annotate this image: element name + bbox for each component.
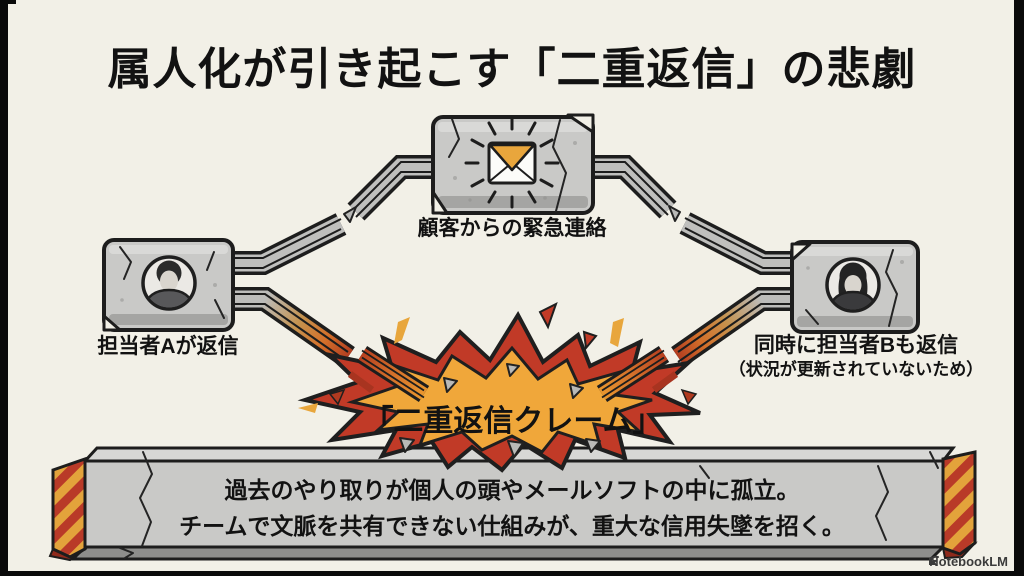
plate-highlight — [109, 245, 228, 254]
explosion-inner-star — [346, 345, 653, 454]
hazard-stripe-left-icon — [51, 456, 87, 559]
spark-bolt — [394, 317, 410, 344]
label-customer: 顧客からの緊急連絡 — [418, 216, 608, 240]
letterbox-left — [0, 0, 8, 576]
plate-crack — [206, 251, 225, 319]
spark-bolt — [298, 403, 318, 413]
debris-triangle — [507, 440, 524, 458]
explosion-label: 「二重返信クレーム」 — [363, 405, 662, 438]
plate-crack — [552, 119, 567, 212]
debris-triangle — [399, 437, 415, 453]
pipe-shard — [680, 388, 698, 406]
pipe-shard — [328, 388, 346, 406]
pipe-customer-to-a-upper — [234, 162, 433, 268]
banner-beam: 過去のやり取りが個人の頭やメールソフトの中に孤立。 チームで文脈を共有できない仕… — [48, 446, 978, 562]
pipe-break-debris — [668, 205, 681, 222]
node-customer: 顧客からの緊急連絡 — [418, 113, 608, 240]
page-title: 属人化が引き起こす「二重返信」の悲劇 — [107, 45, 916, 94]
plate-chip — [566, 113, 595, 134]
banner-crack — [699, 465, 710, 479]
plate-shadow — [797, 316, 913, 327]
plate-highlight — [797, 247, 913, 256]
flying-shard — [538, 302, 558, 330]
letterbox-right — [1014, 0, 1024, 576]
letterbox-bottom — [0, 571, 1024, 576]
envelope-icon — [487, 141, 537, 185]
explosion-burst-icon — [297, 302, 701, 473]
banner-crack — [119, 547, 134, 559]
plate-crack — [805, 309, 819, 325]
watermark-label: NotebookLM — [929, 554, 1008, 569]
banner-crack — [139, 451, 153, 547]
debris-triangle — [569, 383, 584, 399]
banner-line2: チームで文脈を共有できない仕組みが、重大な信用失墜を招く。 — [179, 513, 845, 539]
banner-line1: 過去のやり取りが個人の頭やメールソフトの中に孤立。 — [225, 477, 800, 503]
hazard-stripe-right-icon — [941, 450, 977, 556]
letterbox-corner — [0, 0, 16, 4]
plate-chip — [790, 242, 812, 262]
plate-chip — [102, 314, 122, 332]
pipe-b-fragment — [602, 351, 698, 406]
watermark: NotebookLM — [929, 554, 1008, 569]
plate-crack — [119, 246, 132, 280]
pipe-sliver — [651, 371, 679, 393]
pipe-customer-to-b-upper — [593, 162, 792, 268]
plate-crack — [885, 249, 898, 327]
plate-chip — [431, 190, 449, 215]
label-person-b-line2: （状況が更新されていないため） — [729, 359, 984, 379]
label-person-b-line1: 同時に担当者Bも返信 — [754, 333, 958, 357]
person-male-avatar-icon — [141, 255, 197, 311]
notebooklm-logo-icon — [929, 555, 939, 565]
debris-triangle — [443, 377, 458, 393]
envelope-rays — [464, 117, 560, 209]
banner-crack — [875, 465, 889, 541]
banner-crack — [929, 451, 939, 469]
plate-shadow — [109, 314, 228, 325]
debris-triangle — [506, 363, 520, 377]
node-person-a: 担当者Aが返信 — [97, 238, 239, 358]
banner-bottom-face — [69, 545, 947, 561]
spark-bolt — [610, 318, 624, 347]
debris-triangle — [585, 438, 601, 453]
flying-shard — [582, 330, 598, 351]
label-person-a: 担当者Aが返信 — [97, 334, 238, 358]
pipe-a-fragment — [328, 351, 424, 406]
pipe-sliver — [347, 371, 375, 393]
person-female-avatar-icon — [825, 257, 881, 313]
plate-crack — [448, 118, 460, 158]
node-person-b: 同時に担当者Bも返信 （状況が更新されていないため） — [729, 240, 984, 379]
pipe-break-debris — [343, 206, 357, 223]
